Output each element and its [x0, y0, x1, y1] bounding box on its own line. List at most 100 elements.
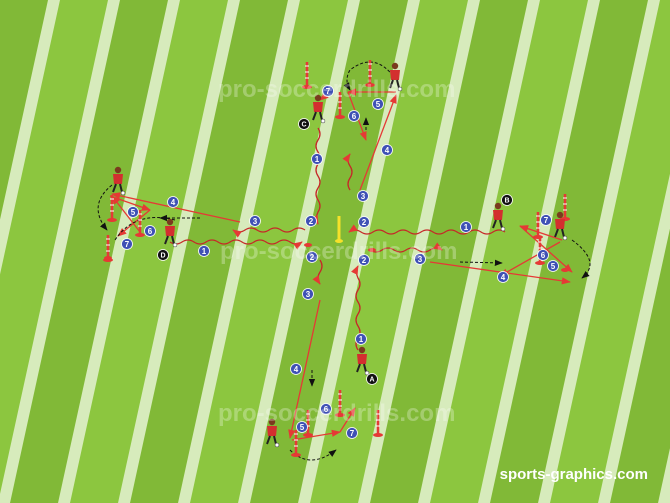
marker-pole-icon: [373, 410, 383, 437]
number-badge-icon: 3: [302, 288, 314, 300]
step-number: 2: [362, 256, 367, 265]
run-lines: [109, 88, 573, 441]
number-badge-icon: 6: [537, 249, 549, 261]
watermark-middle: pro-soccerdrills.com: [220, 238, 458, 265]
player-icon: [389, 62, 403, 92]
number-badge-icon: 4: [381, 144, 393, 156]
step-number: 7: [350, 429, 355, 438]
number-badge-icon: 1: [355, 333, 367, 345]
watermark-bottom: pro-soccerdrills.com: [218, 400, 456, 427]
cone-icon: [104, 256, 112, 260]
step-number: 3: [361, 192, 366, 201]
number-badge-icon: 6: [144, 225, 156, 237]
step-number: 7: [125, 240, 130, 249]
grass-stripe: [0, 0, 108, 494]
step-number: 1: [315, 155, 320, 164]
number-badge-icon: 4: [497, 271, 509, 283]
cone-icon: [368, 248, 376, 252]
step-number: 4: [501, 273, 506, 282]
number-badge-icon: 2: [358, 216, 370, 228]
step-number: 6: [541, 251, 546, 260]
grass-stripe: [250, 0, 408, 503]
player-label: C: [301, 122, 306, 129]
number-badge-icon: 7: [540, 214, 552, 226]
number-badge-icon: 5: [547, 260, 559, 272]
grass-stripe: [70, 0, 228, 503]
number-badge-icon: 4: [290, 363, 302, 375]
step-number: 2: [362, 218, 367, 227]
step-number: 2: [310, 253, 315, 262]
step-number: 5: [551, 262, 556, 271]
player-label-icon: C: [298, 118, 310, 130]
player-icon: [356, 346, 370, 376]
grass-stripe: [550, 0, 670, 503]
cone-icon: [304, 243, 312, 247]
player-icon: [266, 418, 280, 448]
marker-pole-icon: [303, 410, 313, 437]
step-number: 1: [202, 247, 207, 256]
step-number: 7: [544, 216, 549, 225]
player-icon: [554, 211, 568, 241]
player-icon: [112, 166, 126, 196]
step-number: 7: [326, 87, 331, 96]
number-badge-icon: 5: [127, 206, 139, 218]
center-pole: [335, 216, 343, 243]
number-badge-icon: 2: [305, 215, 317, 227]
marker-poles: [103, 60, 570, 457]
player-label-icon: D: [157, 249, 169, 261]
number-badge-icon: 1: [460, 221, 472, 233]
step-number: 6: [352, 112, 357, 121]
number-badge-icon: 7: [121, 238, 133, 250]
step-number: 3: [418, 255, 423, 264]
marker-pole-icon: [135, 210, 145, 237]
number-badge-icon: 5: [372, 98, 384, 110]
step-number: 5: [131, 208, 136, 217]
grass-stripe: [430, 0, 588, 503]
grass-stripe: [310, 0, 468, 503]
step-number: 5: [376, 100, 381, 109]
marker-pole-icon: [107, 195, 117, 222]
player-label: D: [160, 253, 165, 260]
step-number: 4: [171, 198, 176, 207]
marker-pole-icon: [365, 60, 375, 87]
dribble-path-c: [311, 127, 321, 225]
number-badge-icon: 6: [348, 110, 360, 122]
step-number: 1: [359, 335, 364, 344]
watermark-top: pro-soccerdrills.com: [218, 76, 456, 103]
step-number: 6: [148, 227, 153, 236]
marker-pole-icon: [335, 92, 345, 119]
step-number: 3: [306, 290, 311, 299]
player-labels: A B C D: [157, 118, 513, 385]
number-badge-icon: 5: [296, 421, 308, 433]
player-icon: [492, 202, 506, 232]
number-badge-icon: 3: [357, 190, 369, 202]
player-icon: [164, 218, 178, 248]
step-number: 3: [253, 217, 258, 226]
dribble-paths: [169, 127, 506, 351]
player-label: B: [504, 198, 509, 205]
number-badge-icon: 4: [167, 196, 179, 208]
step-number: 6: [324, 405, 329, 414]
cone-icon: [561, 268, 569, 272]
marker-pole-icon: [302, 62, 312, 89]
players: [112, 62, 568, 448]
grass-stripe: [10, 0, 168, 503]
step-number: 4: [294, 365, 299, 374]
number-badge-icon: 2: [306, 251, 318, 263]
curve-paths: [97, 61, 591, 461]
grass-stripe: [0, 0, 48, 220]
grass-stripe: [490, 0, 648, 503]
number-badge-icon: 6: [320, 403, 332, 415]
dribble-path-b: [348, 224, 506, 235]
step-number: 2: [309, 217, 314, 226]
player-icon: [312, 94, 326, 124]
player-label-icon: A: [366, 373, 378, 385]
marker-pole-icon: [335, 390, 345, 417]
number-badge-icon: 1: [311, 153, 323, 165]
number-badge-icon: 3: [249, 215, 261, 227]
grass-stripe: [370, 0, 528, 503]
number-badge-icon: 1: [198, 245, 210, 257]
